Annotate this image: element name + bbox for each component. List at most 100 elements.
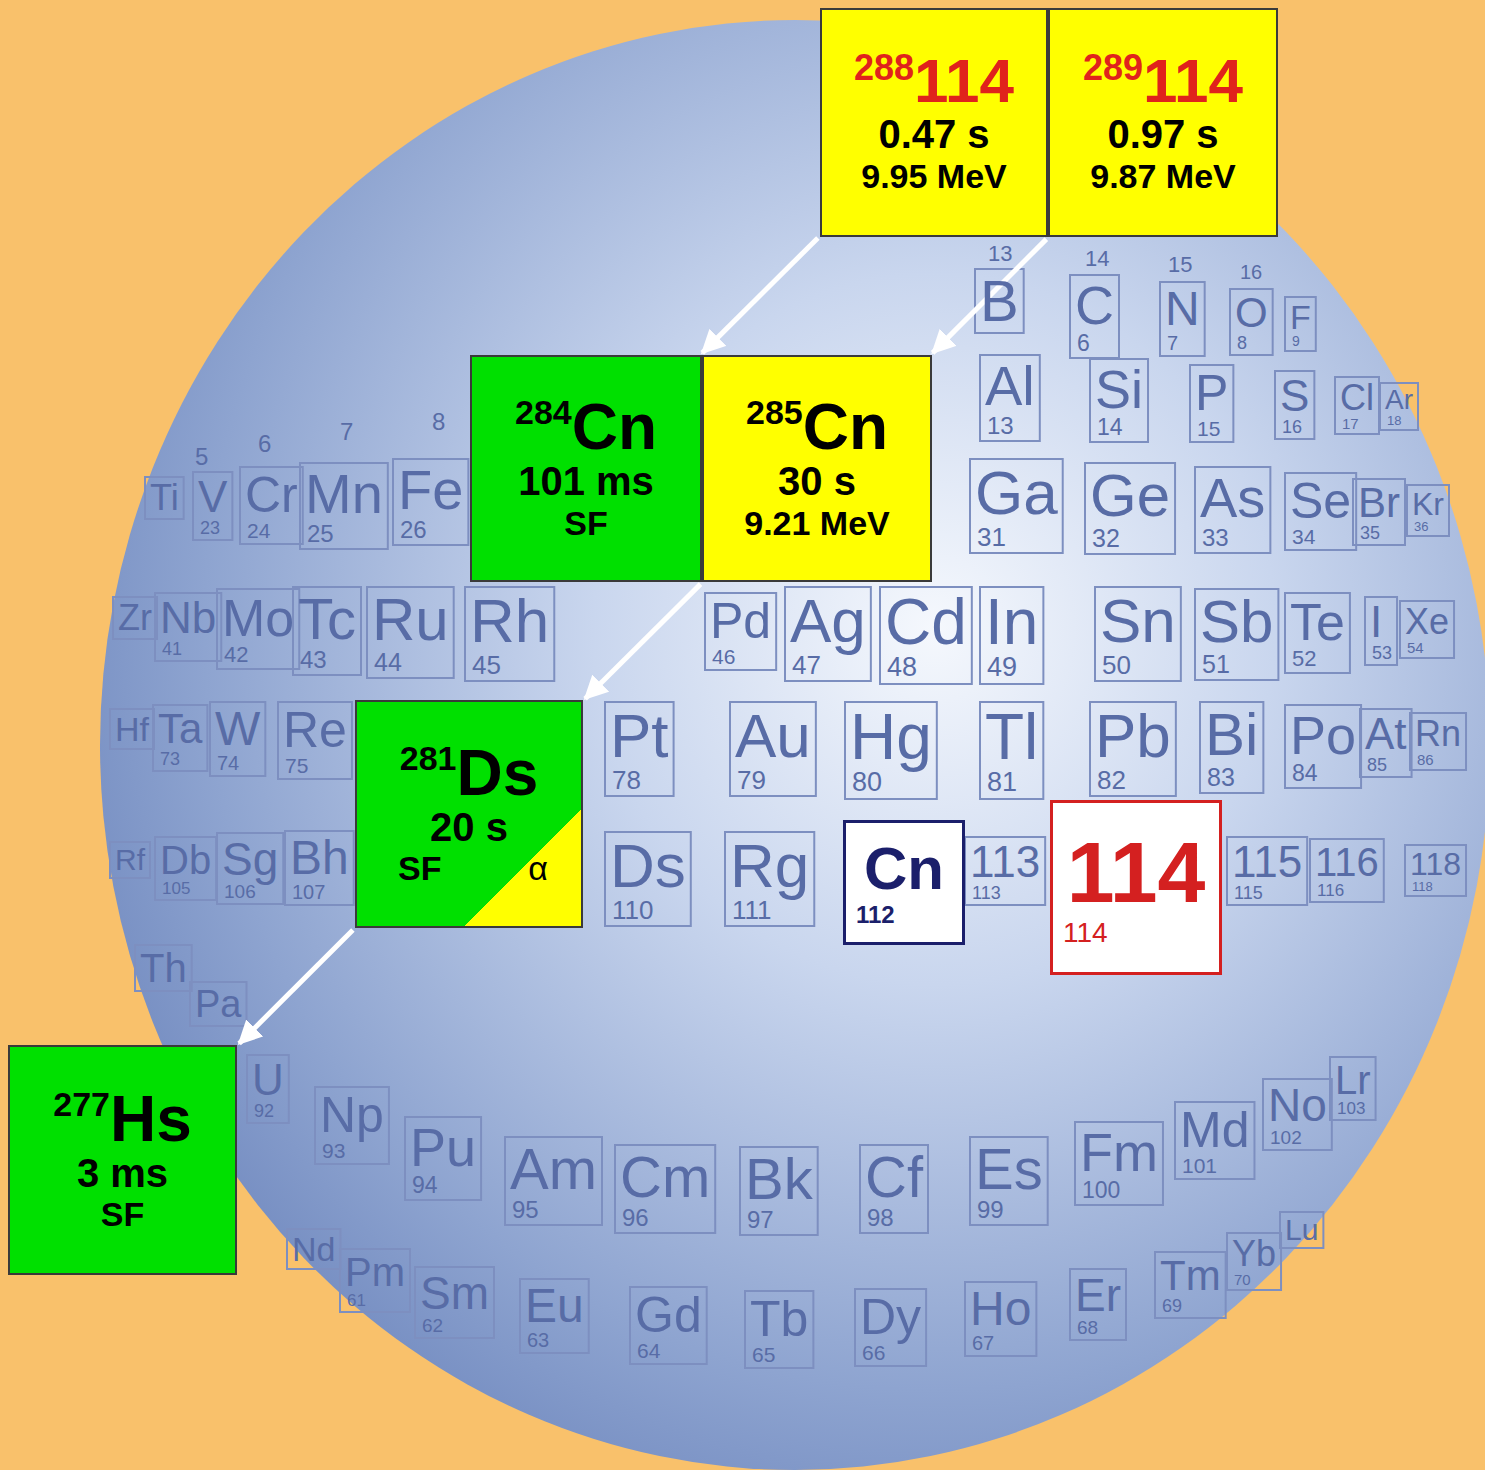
element-symbol: Tc (298, 590, 356, 648)
element-symbol: N (1165, 285, 1200, 333)
element-symbol: 115 (1232, 840, 1302, 884)
atomic-number: 45 (472, 652, 501, 678)
half-life: 3 ms (77, 1151, 168, 1196)
decay-arrow (933, 239, 1047, 353)
decay-mode: α (528, 849, 548, 887)
element-symbol: Rf (115, 845, 145, 875)
table-cell (1227, 837, 1307, 905)
mass-number: 289 (1083, 47, 1143, 88)
table-cell (1407, 485, 1449, 536)
element-symbol: Am (510, 1140, 597, 1198)
atomic-number: 68 (1077, 1318, 1098, 1337)
atomic-number: 95 (512, 1198, 539, 1222)
element-symbol: Mn (305, 466, 383, 522)
atomic-number: 62 (422, 1316, 443, 1335)
half-life: 30 s (778, 459, 856, 504)
atomic-number: 96 (622, 1206, 649, 1230)
table-cell (240, 467, 303, 544)
group-number: 16 (1240, 262, 1262, 282)
decay-info: 9.21 MeV (744, 504, 890, 542)
atomic-number: 79 (737, 767, 766, 793)
decay-arrow (702, 238, 818, 353)
decay-info: SF (564, 504, 607, 542)
atomic-number: 70 (1234, 1272, 1251, 1287)
table-cell (1195, 467, 1270, 553)
table-cell (1227, 1233, 1281, 1290)
element-symbol: Rg (730, 835, 809, 897)
atomic-number: 116 (1317, 882, 1344, 899)
element-symbol: Yb (1232, 1236, 1276, 1272)
table-cell (1310, 839, 1384, 902)
atomic-number: 112 (856, 903, 895, 927)
element-symbol: Bh (290, 834, 349, 882)
table-cell (1200, 702, 1263, 793)
element-symbol: Lr (1335, 1060, 1371, 1100)
table-cell (1095, 587, 1181, 681)
mass-number: 288 (854, 47, 914, 88)
nuclide-box: 277Hs3 msSF (8, 1045, 237, 1275)
element-symbol: Cf (865, 1148, 923, 1206)
atomic-number: 106 (224, 882, 256, 901)
element-symbol: 113 (970, 840, 1040, 884)
table-cell (1285, 705, 1361, 788)
table-cell (153, 705, 207, 771)
atomic-number: 31 (977, 524, 1006, 550)
element-symbol: Nd (292, 1232, 335, 1266)
table-cell (465, 587, 554, 681)
table-cell (1400, 601, 1454, 658)
element-symbol: U (252, 1058, 284, 1102)
atomic-number: 93 (322, 1140, 345, 1161)
element-symbol: Al (985, 358, 1035, 414)
element-cell: Cn112 (843, 820, 965, 945)
atomic-number: 54 (1407, 640, 1424, 655)
element-symbol: Xe (1405, 604, 1449, 640)
element-symbol: Ag (790, 590, 866, 652)
table-cell (855, 1289, 926, 1366)
atomic-number: 44 (374, 650, 402, 675)
table-cell (1070, 1269, 1126, 1340)
half-life: 0.47 s (878, 112, 989, 157)
table-cell (315, 1087, 389, 1164)
element-symbol: Kr (1412, 488, 1444, 520)
mass-number: 281 (400, 739, 457, 777)
element-symbol: Mo (222, 592, 294, 644)
atomic-number: 6 (1077, 332, 1090, 355)
atomic-number: 103 (1337, 1100, 1365, 1117)
table-cell (785, 587, 871, 681)
element-symbol: Bk (745, 1150, 813, 1208)
table-cell (1280, 1212, 1323, 1248)
element-symbol: Np (320, 1090, 384, 1140)
mass-number: 277 (53, 1085, 110, 1123)
element-symbol: 114 (914, 46, 1014, 115)
nuclide-name: 284Cn (515, 395, 657, 459)
nuclide-box: 281Ds20 sSFα (355, 700, 583, 928)
atomic-number: 16 (1282, 418, 1302, 436)
element-symbol: 118 (1410, 848, 1461, 880)
table-cell (965, 837, 1045, 905)
nuclide-box: 2881140.47 s9.95 MeV (820, 8, 1048, 237)
element-symbol: Md (1180, 1105, 1249, 1155)
element-symbol: As (1200, 470, 1265, 526)
table-cell (1175, 1102, 1254, 1179)
atomic-number: 64 (637, 1340, 660, 1361)
table-cell (970, 1137, 1048, 1225)
element-symbol: Ds (610, 835, 686, 897)
element-symbol: Eu (525, 1282, 584, 1330)
element-symbol: Si (1095, 362, 1143, 416)
decay-arrow (585, 584, 700, 699)
nuclide-name: 281Ds (400, 741, 539, 805)
nuclide-name: 288114 (854, 50, 1014, 112)
element-symbol: W (215, 705, 260, 753)
element-symbol: Tl (985, 705, 1038, 769)
table-cell (287, 1229, 340, 1269)
element-symbol: F (1290, 300, 1311, 334)
atomic-number: 102 (1270, 1128, 1302, 1147)
atomic-number: 26 (400, 518, 427, 542)
atomic-number: 17 (1342, 416, 1359, 431)
atomic-number: 49 (987, 654, 1017, 681)
table-cell (285, 831, 354, 905)
table-cell (860, 1145, 928, 1233)
table-cell (505, 1137, 602, 1225)
table-cell (1263, 1079, 1332, 1150)
atomic-number: 42 (224, 644, 248, 666)
